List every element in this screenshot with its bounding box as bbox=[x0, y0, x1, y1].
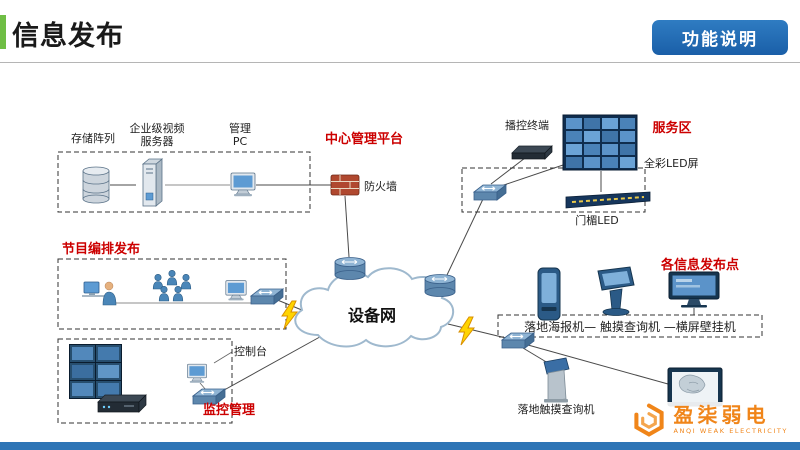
touch-query-machine-icon bbox=[597, 266, 635, 316]
service-area-group-box bbox=[461, 167, 646, 213]
brand-name: 盈柒弱电 bbox=[673, 403, 770, 428]
page-title: 信息发布 bbox=[12, 21, 124, 52]
broadcast-terminal-label: 播控终端 bbox=[505, 118, 549, 132]
landscape-wall-display-icon bbox=[668, 271, 720, 308]
footer-bar bbox=[0, 442, 800, 450]
core-router-right-icon bbox=[424, 274, 456, 297]
monitor-switch-icon bbox=[192, 388, 226, 405]
center-platform-label: 中心管理平台 bbox=[325, 131, 403, 147]
management-pc-icon bbox=[230, 172, 256, 197]
brand-logo-icon bbox=[633, 403, 664, 437]
center-platform-group-box bbox=[57, 151, 311, 213]
console-pc-icon bbox=[187, 363, 208, 384]
topology-diagram: 设备网 存储阵列 企业级视频 服务器 管理 PC 中心管理平台 防火墙 bbox=[57, 114, 763, 424]
info-points-label: 各信息发布点 bbox=[660, 257, 739, 273]
broadcast-terminal-icon bbox=[511, 145, 553, 160]
full-color-led-screen-icon bbox=[562, 114, 638, 171]
device-network-label: 设备网 bbox=[348, 306, 396, 325]
lightning-bolt-right-icon bbox=[458, 316, 475, 346]
program-publish-label: 节目编排发布 bbox=[62, 241, 140, 257]
core-router-left-icon bbox=[334, 257, 366, 280]
recorder-console-icon bbox=[97, 394, 147, 413]
lightning-bolt-left-icon bbox=[281, 300, 298, 330]
function-description-button[interactable]: 功能说明 bbox=[652, 20, 788, 55]
video-server-label-line1: 企业级视频 bbox=[130, 121, 185, 135]
firewall-icon bbox=[330, 174, 360, 196]
video-server-icon bbox=[141, 158, 164, 207]
full-color-led-label: 全彩LED屏 bbox=[644, 156, 699, 170]
brand-logo: 盈柒弱电 ANQI WEAK ELECTRICITY bbox=[628, 402, 790, 438]
info-points-label-box bbox=[497, 314, 763, 338]
video-wall-icon bbox=[69, 344, 122, 399]
lintel-led-label: 门楣LED bbox=[575, 213, 619, 227]
monitor-mgmt-label: 监控管理 bbox=[203, 402, 255, 418]
service-area-switch-icon bbox=[473, 184, 507, 201]
slide-header: 信息发布 功能说明 bbox=[0, 0, 800, 63]
storage-array-icon bbox=[82, 166, 110, 204]
program-publish-switch-icon bbox=[250, 288, 284, 305]
firewall-label: 防火墙 bbox=[364, 179, 397, 193]
operator-workstation-icon bbox=[82, 281, 117, 306]
monitor-mgmt-group-box bbox=[57, 338, 233, 424]
floor-touch-kiosk-label: 落地触摸查询机 bbox=[518, 402, 595, 416]
title-accent-bar bbox=[0, 15, 6, 49]
info-points-row-label: 落地海报机— 触摸查询机 —横屏壁挂机 bbox=[524, 319, 736, 334]
console-label: 控制台 bbox=[234, 344, 267, 358]
floor-poster-kiosk-icon bbox=[537, 267, 561, 321]
device-network-cloud: 设备网 bbox=[294, 267, 455, 348]
service-area-label: 服务区 bbox=[652, 120, 691, 136]
storage-label: 存储阵列 bbox=[71, 131, 115, 145]
video-server-label-line2: 服务器 bbox=[141, 135, 174, 148]
mgmt-pc-label-line2: PC bbox=[233, 135, 248, 148]
program-publish-group-box bbox=[57, 258, 287, 330]
wall-media-display-icon bbox=[667, 367, 723, 407]
brand-subtitle: ANQI WEAK ELECTRICITY bbox=[673, 427, 788, 436]
editor-team-icons bbox=[152, 269, 192, 302]
mgmt-pc-label-line1: 管理 bbox=[229, 121, 251, 135]
lintel-led-icon bbox=[565, 191, 651, 209]
connection-wires bbox=[108, 157, 695, 395]
publish-pc-icon bbox=[225, 280, 247, 301]
floor-touch-kiosk-icon bbox=[543, 357, 570, 403]
